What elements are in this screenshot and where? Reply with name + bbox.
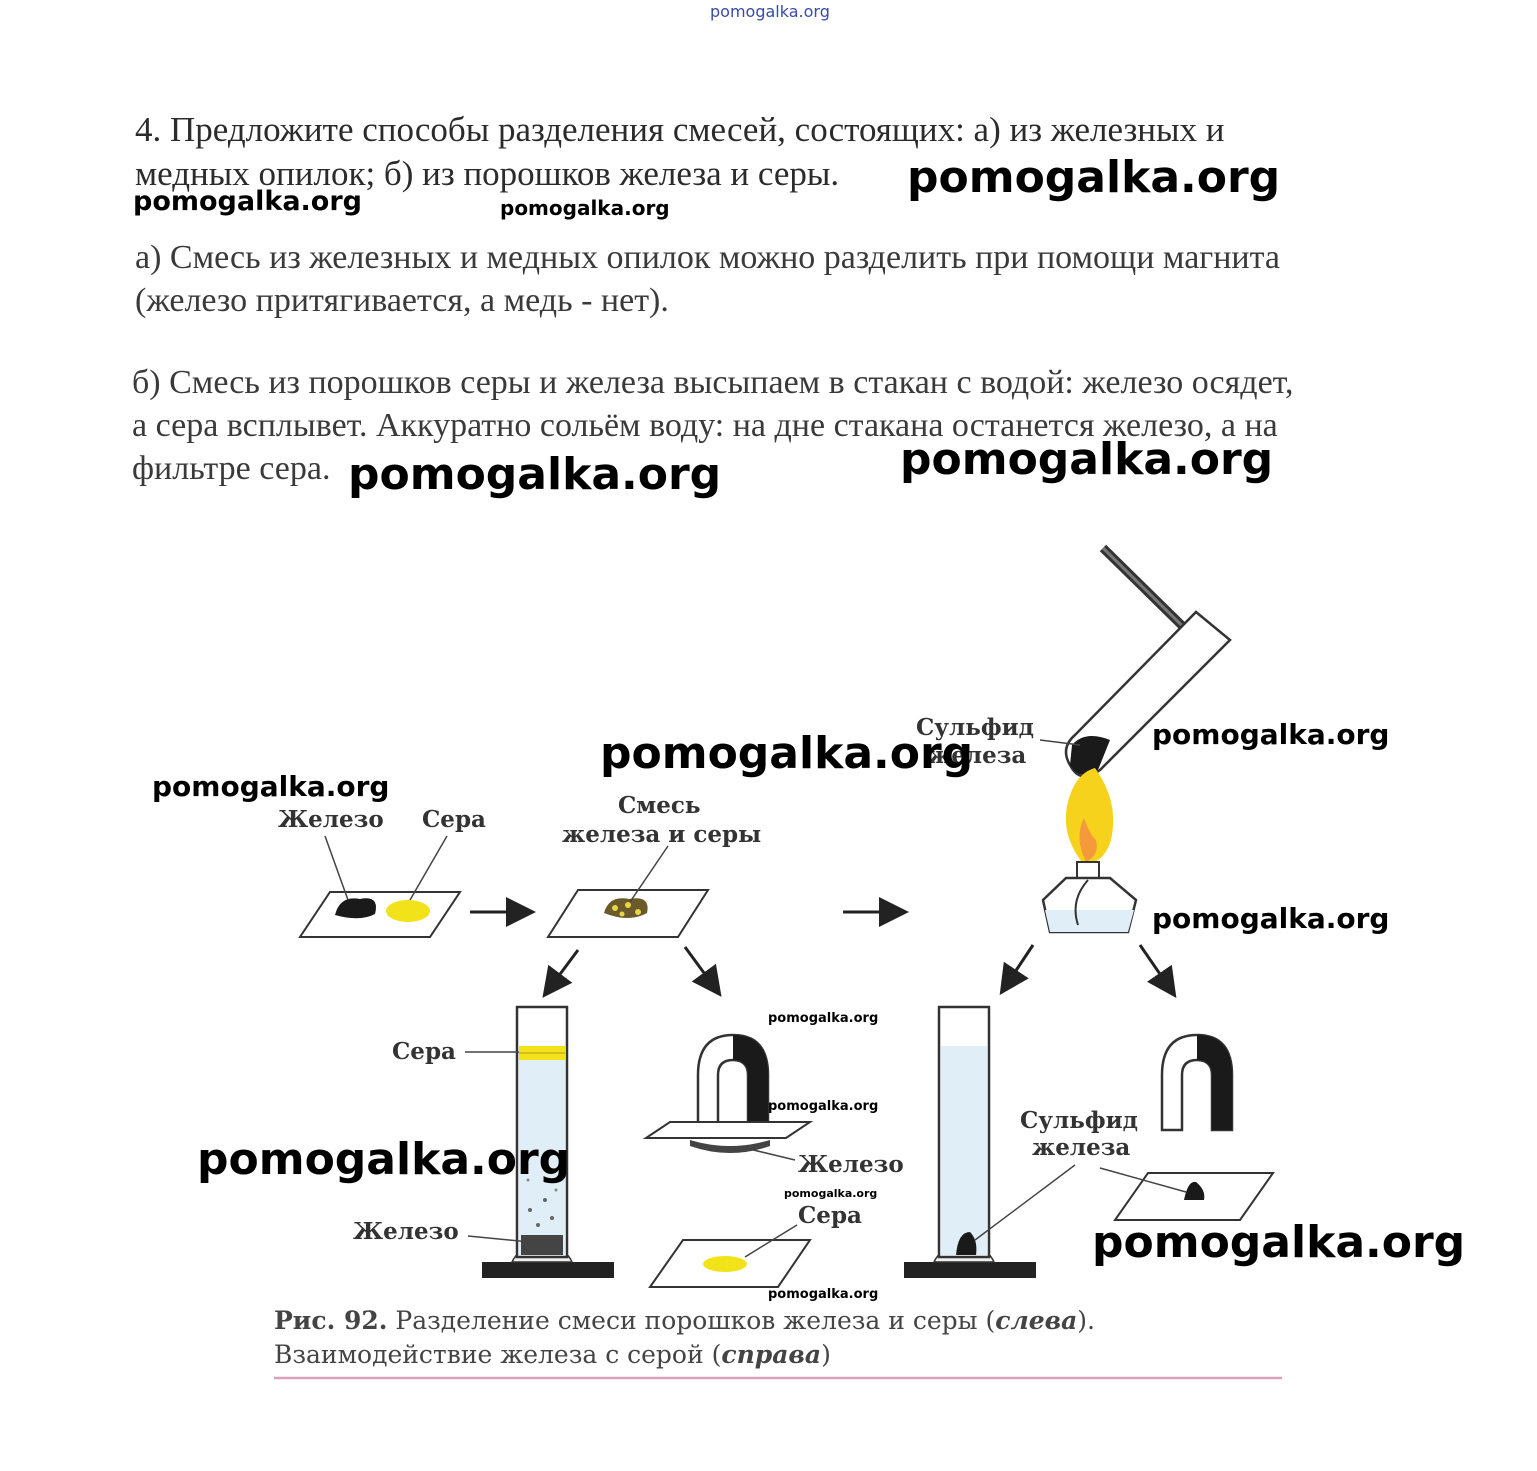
water — [519, 1050, 565, 1255]
arrow-down-right-1 — [999, 944, 1035, 995]
watermark: pomogalka.org — [197, 1134, 571, 1185]
watermark: pomogalka.org — [600, 728, 974, 779]
watermark: pomogalka.org — [907, 152, 1281, 203]
watermark: pomogalka.org — [900, 434, 1274, 485]
plate-sulfur — [648, 1224, 812, 1288]
sulfur-powder — [386, 900, 430, 922]
arrow-down-left-1 — [542, 949, 580, 998]
answer-b-line-3: фильтре сера. — [132, 450, 331, 487]
watermark: pomogalka.org — [152, 770, 390, 803]
answer-b-line-1: б) Смесь из порошков серы и железа высып… — [132, 364, 1294, 401]
site-label: pomogalka.org — [710, 2, 830, 21]
magnet-right — [1099, 1033, 1275, 1221]
label-sulfide2-2: железа — [1032, 1134, 1131, 1161]
caption-line-1: Рис. 92. Разделение смеси порошков желез… — [274, 1306, 1095, 1335]
label-magnet-iron: Железо — [798, 1151, 904, 1178]
watermark: pomogalka.org — [1152, 718, 1390, 751]
watermark: pomogalka.org — [500, 196, 670, 220]
label-cyl-sulfur: Сера — [392, 1038, 456, 1065]
watermark: pomogalka.org — [1152, 902, 1390, 935]
iron-sediment — [521, 1235, 563, 1255]
figure-caption: Рис. 92. Разделение смеси порошков желез… — [274, 1304, 1095, 1372]
cylinder-base-right — [904, 1262, 1036, 1278]
cylinder-water-right — [904, 1005, 1076, 1278]
iron-powder — [335, 898, 376, 919]
iron-sulfide-in-tube — [1070, 736, 1110, 775]
answer-a: а) Смесь из железных и медных опилок мож… — [135, 236, 1280, 322]
label-iron: Железо — [278, 806, 384, 833]
water-right — [941, 1046, 987, 1255]
magnet-separation — [642, 1033, 814, 1161]
sulfur-on-plate — [703, 1256, 747, 1272]
watermark: pomogalka.org — [133, 186, 362, 217]
answer-b-line-2: а сера всплывет. Аккуратно сольём воду: … — [132, 407, 1278, 444]
watermark: pomogalka.org — [784, 1187, 878, 1200]
spirit-lamp — [1041, 861, 1138, 934]
iron-sulfide-sediment — [956, 1232, 977, 1255]
question-line-2: медных опилок; б) из порошков железа и с… — [135, 154, 840, 193]
label-sulfide2-1: Сульфид — [1020, 1107, 1138, 1134]
label-mixture-1: Смесь — [618, 792, 701, 819]
arrow-down-left-2 — [683, 946, 722, 997]
question-text: 4. Предложите способы разделения смесей,… — [135, 108, 1225, 196]
label-cyl-iron: Железо — [353, 1218, 459, 1245]
answer-a-line-2: (железо притягивается, а медь - нет). — [135, 282, 669, 319]
watermark: pomogalka.org — [768, 1011, 879, 1026]
watermark: pomogalka.org — [348, 449, 722, 500]
plate-mixture — [546, 845, 710, 938]
arrow-down-right-2 — [1138, 944, 1177, 998]
answer-b: б) Смесь из порошков серы и железа высып… — [132, 361, 1293, 490]
flame — [1065, 768, 1114, 866]
caption-line-2: Взаимодействие железа с серой (справа) — [274, 1340, 831, 1369]
watermark: pomogalka.org — [1092, 1217, 1466, 1268]
answer-a-line-1: а) Смесь из железных и медных опилок мож… — [135, 239, 1280, 276]
question-line-1: 4. Предложите способы разделения смесей,… — [135, 110, 1225, 149]
label-sulfide-1: Сульфид — [916, 714, 1034, 741]
cylinder-water-left — [465, 1005, 614, 1278]
iron-sulfide-on-plate — [1184, 1181, 1205, 1200]
lamp-alcohol — [1045, 910, 1134, 932]
label-sulfide-2: железа — [928, 742, 1027, 769]
test-tube-heated — [1039, 544, 1232, 778]
cylinder-base — [482, 1262, 614, 1278]
label-magnet-sulfur: Сера — [798, 1202, 862, 1229]
label-mixture-2: железа и серы — [562, 821, 762, 848]
watermark: pomogalka.org — [768, 1099, 879, 1114]
plate-iron-sulfur — [298, 835, 462, 938]
watermark: pomogalka.org — [768, 1287, 879, 1302]
label-sulfur: Сера — [422, 806, 486, 833]
